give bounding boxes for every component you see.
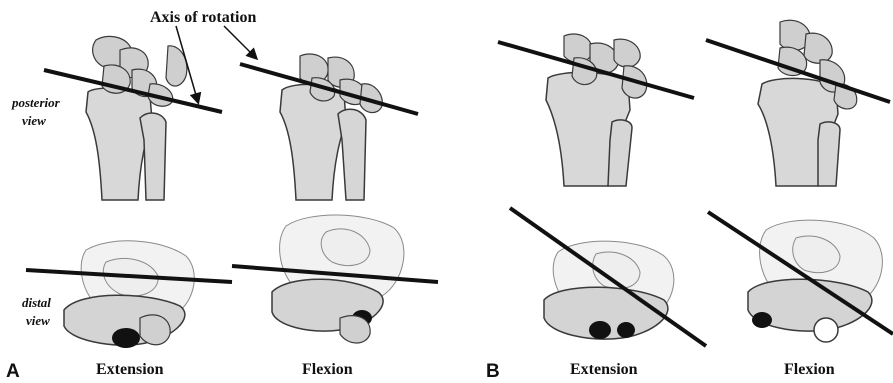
caption-b-flexion: Flexion bbox=[784, 362, 835, 378]
panel-b-flexion-distal bbox=[708, 212, 893, 342]
callout-arrow-right bbox=[224, 26, 256, 58]
panel-b-extension-distal bbox=[510, 208, 706, 346]
panel-b-extension-posterior bbox=[498, 34, 694, 186]
caption-a-flexion: Flexion bbox=[302, 362, 353, 378]
panel-letter-b: B bbox=[486, 362, 500, 381]
distal-view-label-line1: distal bbox=[22, 296, 51, 309]
axis-of-rotation-callout: Axis of rotation bbox=[150, 10, 256, 26]
caption-b-extension: Extension bbox=[570, 362, 638, 378]
panel-a-flexion-distal bbox=[232, 215, 438, 343]
caption-a-extension: Extension bbox=[96, 362, 164, 378]
panel-a-extension-distal bbox=[26, 241, 232, 348]
radius-bone bbox=[86, 88, 152, 200]
panel-a-flexion-posterior bbox=[240, 54, 418, 200]
distal-view-label-line2: view bbox=[26, 314, 50, 327]
ulna-bone bbox=[818, 122, 840, 186]
panel-b-flexion-posterior bbox=[706, 20, 890, 186]
ulna-bone bbox=[140, 113, 166, 200]
panel-letter-a: A bbox=[6, 362, 20, 381]
ulna-bone bbox=[338, 109, 366, 200]
ulna-head bbox=[752, 312, 772, 328]
ulna-bone bbox=[608, 120, 632, 186]
posterior-view-label-line2: view bbox=[22, 114, 46, 127]
radius-bone bbox=[280, 84, 346, 200]
posterior-view-label-line1: posterior bbox=[12, 96, 60, 109]
ulna-head bbox=[589, 321, 611, 339]
panel-a-extension-posterior bbox=[44, 36, 222, 200]
ulna-head bbox=[112, 328, 140, 348]
